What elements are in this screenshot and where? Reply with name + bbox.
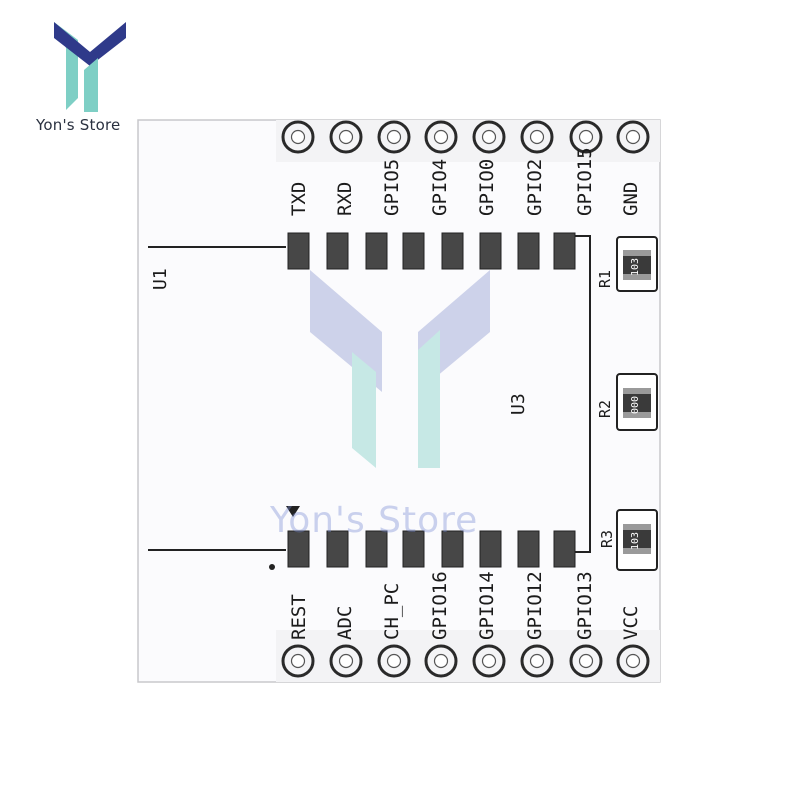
bottom-hole-2-drill [338, 653, 354, 669]
top-header-pins [281, 120, 650, 154]
store-logo [54, 22, 126, 112]
top-pad-7 [517, 232, 540, 270]
bottom-pin-label: ADC [334, 605, 356, 640]
top-hole-5-drill [481, 129, 497, 145]
r2-label: R2 [596, 399, 614, 418]
top-pin-label: GPIO5 [381, 158, 403, 216]
top-pad-8 [553, 232, 576, 270]
bottom-hole-7-drill [578, 653, 594, 669]
resistor-r3 [616, 509, 658, 571]
bottom-pad-7 [517, 530, 540, 568]
top-pin-label: GPIO4 [429, 158, 451, 216]
top-hole-1-drill [290, 129, 306, 145]
bottom-pad-4 [402, 530, 425, 568]
bottom-pad-1 [287, 530, 310, 568]
top-pin-label: GPIO0 [476, 158, 498, 216]
r2-code: 000 [630, 395, 641, 414]
bottom-hole-4-drill [433, 653, 449, 669]
top-hole-3-drill [386, 129, 402, 145]
pin1-marker [286, 506, 300, 517]
resistor-r1 [616, 236, 658, 292]
top-pin-label: GND [620, 181, 642, 216]
top-hole-8-drill [625, 129, 641, 145]
bottom-pin-label: GPIO14 [476, 571, 498, 640]
top-pin-label: GPIO2 [524, 158, 546, 216]
bottom-hole-8-drill [625, 653, 641, 669]
top-pin-label: GPIO15 [574, 147, 596, 216]
top-hole-6-drill [529, 129, 545, 145]
resistor-r2 [616, 373, 658, 431]
bottom-pin-label: GPIO16 [429, 571, 451, 640]
bottom-pin-label: CH_PC [381, 582, 403, 640]
bottom-pin-label: VCC [620, 605, 642, 640]
u1-label: U1 [150, 268, 171, 290]
r1-label: R1 [596, 269, 614, 288]
bottom-pad-8 [553, 530, 576, 568]
top-pad-2 [326, 232, 349, 270]
bottom-header-pins [281, 644, 650, 678]
bottom-pad-2 [326, 530, 349, 568]
resistor-bracket-trace [575, 235, 591, 553]
top-hole-7-drill [578, 129, 594, 145]
store-name: Yon's Store [36, 116, 121, 134]
watermark-logo [310, 270, 490, 468]
top-hole-2-drill [338, 129, 354, 145]
r3-label: R3 [598, 529, 616, 548]
bottom-pad-6 [479, 530, 502, 568]
top-hole-4-drill [433, 129, 449, 145]
top-pad-3 [365, 232, 388, 270]
bottom-smd-pads [287, 530, 576, 568]
bottom-pin-label: GPIO12 [524, 571, 546, 640]
bottom-pad-5 [441, 530, 464, 568]
top-pad-5 [441, 232, 464, 270]
watermark-text: Yon's Store [270, 500, 479, 541]
r3-code: 103 [630, 531, 641, 550]
r1-code: 103 [630, 257, 641, 276]
top-pin-label: RXD [334, 181, 356, 216]
pin1-dot [269, 564, 275, 570]
top-pad-1 [287, 232, 310, 270]
bottom-hole-6-drill [529, 653, 545, 669]
bottom-pin-label: GPIO13 [574, 571, 596, 640]
bottom-pad-3 [365, 530, 388, 568]
bottom-hole-1-drill [290, 653, 306, 669]
bottom-pin-label: REST [288, 594, 310, 640]
pcb-board [137, 119, 661, 683]
top-pin-label: TXD [288, 181, 310, 216]
bottom-hole-5-drill [481, 653, 497, 669]
top-pad-6 [479, 232, 502, 270]
u3-label: U3 [508, 393, 529, 415]
bottom-hole-3-drill [386, 653, 402, 669]
top-pad-4 [402, 232, 425, 270]
top-smd-pads [287, 232, 576, 270]
